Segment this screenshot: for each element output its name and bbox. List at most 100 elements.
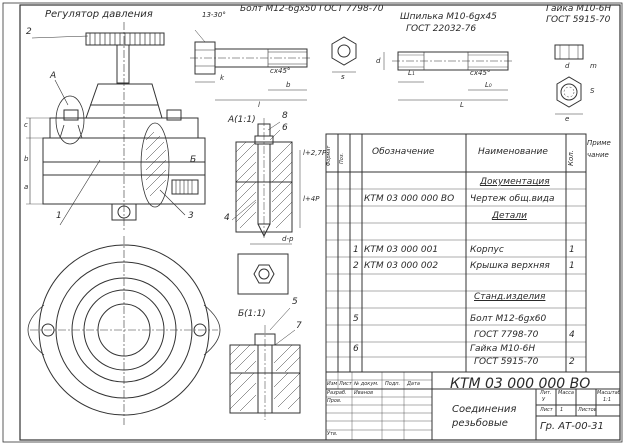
- tb-scale-val: 1:1: [603, 397, 612, 403]
- spec-row-6-name: Болт М12-6gx60: [470, 314, 547, 324]
- tb-masshtab: Масштаб: [597, 390, 621, 396]
- nut-title-line2: ГОСТ 5915-70: [546, 15, 611, 25]
- dim-s: s: [341, 73, 345, 81]
- view-a-label: А(1:1): [228, 115, 256, 125]
- tb-lit: Лит.: [540, 390, 552, 396]
- dim-b: b: [286, 81, 291, 89]
- view-a-section: [231, 118, 301, 245]
- dim-L: L: [460, 101, 464, 109]
- dim-d-p: d-p: [282, 235, 294, 243]
- tb-utv: Утв.: [327, 431, 338, 437]
- regulator-title: Регулятор давления: [45, 9, 153, 20]
- callout-3: 3: [188, 211, 194, 221]
- dim-nut-s: S: [590, 87, 595, 95]
- spec-table-rows: [326, 188, 586, 358]
- callout-7: 7: [296, 321, 302, 331]
- callout-4: 4: [224, 213, 230, 223]
- callout-1: 1: [56, 211, 62, 221]
- stud-title-line2: ГОСТ 22032-76: [406, 24, 477, 34]
- dim-d: d: [376, 57, 381, 65]
- nut-top-view: [237, 253, 289, 295]
- callout-6: 6: [282, 123, 288, 133]
- spec-row-4-name: Крышка верхняя: [470, 261, 550, 271]
- spec-row-4-qty: 1: [569, 261, 575, 271]
- tb-label-data: Дата: [407, 381, 420, 387]
- tb-label-izm: Изм: [327, 381, 338, 387]
- spec-header-note-2: чание: [587, 151, 609, 159]
- spec-row-6-pos: 5: [353, 314, 359, 324]
- spec-row-9-name: ГОСТ 5915-70: [474, 357, 539, 367]
- tb-label-doc: № докум.: [354, 381, 379, 387]
- dim-nut-d: d: [565, 62, 570, 70]
- regulator-front-view: [26, 22, 206, 230]
- spec-row-0-name: Документация: [480, 177, 550, 187]
- dim-nut-m: m: [590, 62, 597, 70]
- callout-a: А: [50, 71, 57, 81]
- spec-header-designation: Обозначение: [372, 147, 435, 157]
- callout-2: 2: [26, 27, 32, 37]
- title-block-group: Гр. АТ-00-31: [540, 421, 604, 432]
- stud-title-line1: Шпилька М10-6gx45: [400, 12, 497, 22]
- callout-8: 8: [282, 111, 288, 121]
- dim-angle: 13-30°: [202, 11, 226, 19]
- tb-list: Лист: [540, 407, 553, 413]
- spec-row-1-name: Чертеж общ.вида: [470, 194, 555, 204]
- dim-l: l: [258, 101, 260, 109]
- spec-header-pos: Поз.: [339, 152, 345, 164]
- tb-prov: Пров.: [327, 398, 342, 404]
- callout-c: c: [24, 121, 28, 129]
- title-block-title-2: резьбовые: [452, 418, 508, 429]
- title-block-thin: [326, 372, 432, 440]
- dim-nut-e: e: [565, 115, 570, 123]
- dim-cx45-bolt: cx45°: [270, 67, 291, 75]
- title-block-code: КТМ 03 000 000 ВО: [450, 376, 591, 392]
- spec-row-3-designation: КТМ 03 000 001: [364, 245, 439, 255]
- callout-b: b: [24, 155, 29, 163]
- spec-row-7-name: ГОСТ 7798-70: [474, 330, 539, 340]
- bolt-title: Болт М12-6gx50 ГОСТ 7798-70: [240, 4, 384, 14]
- dim-l1: L₁: [408, 69, 415, 77]
- tb-lit-val: У: [542, 397, 546, 403]
- callout-b-section: Б: [190, 155, 197, 165]
- regulator-top-view: [27, 236, 221, 425]
- spec-header-note-1: Приме: [587, 139, 611, 147]
- dim-l-27p: l+2,7P: [303, 149, 327, 157]
- tb-label-podp: Подп.: [385, 381, 401, 387]
- spec-row-4-designation: КТМ 03 000 002: [364, 261, 439, 271]
- title-block-grid: [325, 371, 621, 441]
- callout-a-dim: a: [24, 183, 29, 191]
- spec-row-5-name: Станд.изделия: [474, 292, 546, 302]
- title-block-title-1: Соединения: [452, 404, 517, 415]
- dim-cx45-stud: cx45°: [470, 69, 491, 77]
- spec-row-9-qty: 2: [569, 357, 575, 367]
- dim-l0: L₀: [485, 81, 492, 89]
- spec-row-3-qty: 1: [569, 245, 575, 255]
- spec-row-3-pos: 1: [353, 245, 359, 255]
- view-b-label: Б(1:1): [238, 309, 266, 319]
- view-b-section: [229, 307, 301, 420]
- spec-row-1-designation: КТМ 03 000 000 ВО: [364, 194, 455, 204]
- spec-row-3-name: Корпус: [470, 245, 504, 255]
- bolt-drawing: [190, 29, 357, 101]
- spec-header-qty: Кол.: [567, 150, 575, 166]
- tb-label-list: Лист: [339, 381, 352, 387]
- dim-k: k: [220, 74, 225, 82]
- callout-5: 5: [292, 297, 298, 307]
- spec-table-grid: [325, 133, 587, 373]
- dim-l-4p: l+4P: [303, 195, 320, 203]
- spec-row-8-pos: 6: [353, 344, 359, 354]
- spec-header-name: Наименование: [478, 147, 548, 157]
- spec-row-7-qty: 4: [569, 330, 575, 340]
- spec-row-2-name: Детали: [492, 211, 527, 221]
- spec-row-4-pos: 2: [353, 261, 359, 271]
- tb-razrab-name: Иванов: [354, 390, 374, 396]
- tb-massa: Масса: [558, 390, 574, 396]
- tb-list-val: 1: [560, 407, 564, 413]
- tb-razrab: Разраб.: [327, 390, 347, 396]
- nut-drawing: [554, 44, 584, 115]
- nut-title-line1: Гайка М10-6Н: [546, 4, 612, 14]
- spec-row-8-name: Гайка М10-6Н: [470, 344, 536, 354]
- spec-header-format: Формат: [326, 145, 332, 166]
- tb-listov: Листов: [578, 407, 597, 413]
